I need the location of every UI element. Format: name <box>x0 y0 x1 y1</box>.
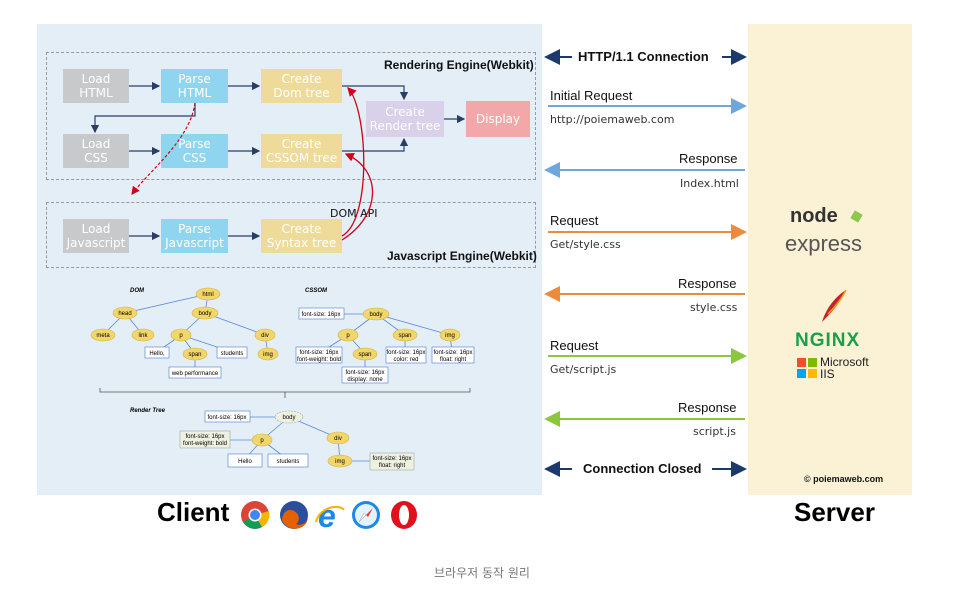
svg-text:p: p <box>346 333 350 339</box>
svg-text:img: img <box>263 352 273 358</box>
cssom-span-style-2: color: red <box>393 357 418 363</box>
svg-text:span: span <box>358 352 371 358</box>
svg-text:Hello: Hello <box>238 459 252 465</box>
response-index-sub: Index.html <box>680 177 739 190</box>
cssom-img-style-1: font-size: 16px <box>433 350 472 356</box>
request-style-sub: Get/style.css <box>550 238 621 251</box>
svg-text:body: body <box>282 415 295 421</box>
response-style-sub: style.css <box>690 301 738 314</box>
microsoft-iis-logo: Microsoft IIS <box>820 356 869 380</box>
chrome-icon <box>241 501 270 529</box>
load-css-box: Load CSS <box>63 134 129 168</box>
render-img-style-2: float: right <box>379 463 406 469</box>
http-connection-label: HTTP/1.1 Connection <box>578 49 709 64</box>
svg-text:p: p <box>260 438 264 444</box>
browser-icons: e <box>241 500 417 532</box>
create-dom-tree-box: Create Dom tree <box>261 69 342 103</box>
microsoft-text: Microsoft <box>820 355 869 369</box>
cssom-display-style-2: display: none <box>347 377 383 383</box>
svg-text:div: div <box>261 333 269 339</box>
svg-text:link: link <box>138 333 148 339</box>
copyright-text: © poiemaweb.com <box>804 474 884 484</box>
node-logo: node <box>790 205 838 227</box>
svg-text:e: e <box>318 500 336 532</box>
render-img-style-1: font-size: 16px <box>372 456 411 462</box>
svg-text:p: p <box>179 333 183 339</box>
svg-text:span: span <box>398 333 411 339</box>
response-index-label: Response <box>679 151 738 166</box>
server-title: Server <box>794 497 875 527</box>
parse-html-box: Parse HTML <box>161 69 228 103</box>
javascript-engine-title: Javascript Engine(Webkit) <box>387 249 537 263</box>
render-tree: font-size: 16px body font-size: 16px fon… <box>179 410 415 471</box>
request-script-sub: Get/script.js <box>550 363 617 376</box>
cssom-p-style-2: font-weight: bold <box>297 357 341 363</box>
cssom-img-style-2: float: right <box>440 357 467 363</box>
svg-text:head: head <box>118 311 131 317</box>
svg-text:students: students <box>221 351 244 357</box>
render-p-style-1: font-size: 16px <box>185 434 224 440</box>
svg-text:font-size: 16px: font-size: 16px <box>301 312 340 318</box>
express-logo: express <box>785 231 863 256</box>
svg-text:web performance: web performance <box>171 371 219 377</box>
display-box: Display <box>466 101 530 137</box>
javascript-engine-region <box>46 202 536 268</box>
load-html-box: Load HTML <box>63 69 129 103</box>
cssom-tree: font-size: 16px body p span img font-siz… <box>295 307 475 384</box>
connection-closed-label: Connection Closed <box>583 461 702 476</box>
nginx-logo: NGINX <box>795 330 861 351</box>
opera-icon <box>391 501 417 529</box>
firefox-icon <box>280 501 308 529</box>
ie-icon: e <box>315 500 345 532</box>
response-script-sub: script.js <box>693 425 736 438</box>
microsoft-logo-icon <box>797 358 817 378</box>
create-render-tree-box: Create Render tree <box>366 101 444 137</box>
client-title: Client <box>157 497 230 527</box>
create-cssom-tree-box: Create CSSOM tree <box>261 134 342 168</box>
svg-text:html: html <box>202 292 213 298</box>
iis-text: IIS <box>820 367 835 381</box>
dom-tree-label: DOM <box>130 288 145 294</box>
initial-request-label: Initial Request <box>550 88 633 103</box>
safari-icon <box>352 501 380 529</box>
svg-text:Hello,: Hello, <box>149 351 165 357</box>
svg-text:span: span <box>188 352 201 358</box>
response-style-label: Response <box>678 276 737 291</box>
parse-javascript-box: Parse Javascript <box>161 219 228 253</box>
response-script-label: Response <box>678 400 737 415</box>
svg-text:body: body <box>369 312 382 318</box>
request-script-label: Request <box>550 338 599 353</box>
create-syntax-tree-box: Create Syntax tree <box>261 219 342 253</box>
cssom-display-style-1: font-size: 16px <box>345 370 384 376</box>
cssom-p-style-1: font-size: 16px <box>299 350 338 356</box>
rendering-engine-title: Rendering Engine(Webkit) <box>384 58 534 72</box>
server-panel <box>748 24 912 495</box>
svg-text:font-size: 16px: font-size: 16px <box>207 415 246 421</box>
cssom-span-style-1: font-size: 16px <box>386 350 425 356</box>
load-javascript-box: Load Javascript <box>63 219 129 253</box>
svg-text:meta: meta <box>96 333 110 339</box>
apache-feather-icon <box>822 289 847 322</box>
rendering-engine-region <box>46 52 536 180</box>
render-p-style-2: font-weight: bold <box>183 441 227 447</box>
render-tree-label: Render Tree <box>130 408 166 414</box>
svg-text:img: img <box>335 459 345 465</box>
initial-request-sub: http://poiemaweb.com <box>550 113 675 126</box>
request-style-label: Request <box>550 213 599 228</box>
svg-text:body: body <box>198 311 211 317</box>
cssom-tree-label: CSSOM <box>305 288 328 294</box>
svg-text:students: students <box>277 459 300 465</box>
figure-caption: 브라우저 동작 원리 <box>434 566 530 580</box>
dom-tree: html head body meta link p div Hello, sp… <box>90 287 279 379</box>
parse-css-box: Parse CSS <box>161 134 228 168</box>
svg-text:div: div <box>334 436 342 442</box>
svg-text:img: img <box>445 333 455 339</box>
